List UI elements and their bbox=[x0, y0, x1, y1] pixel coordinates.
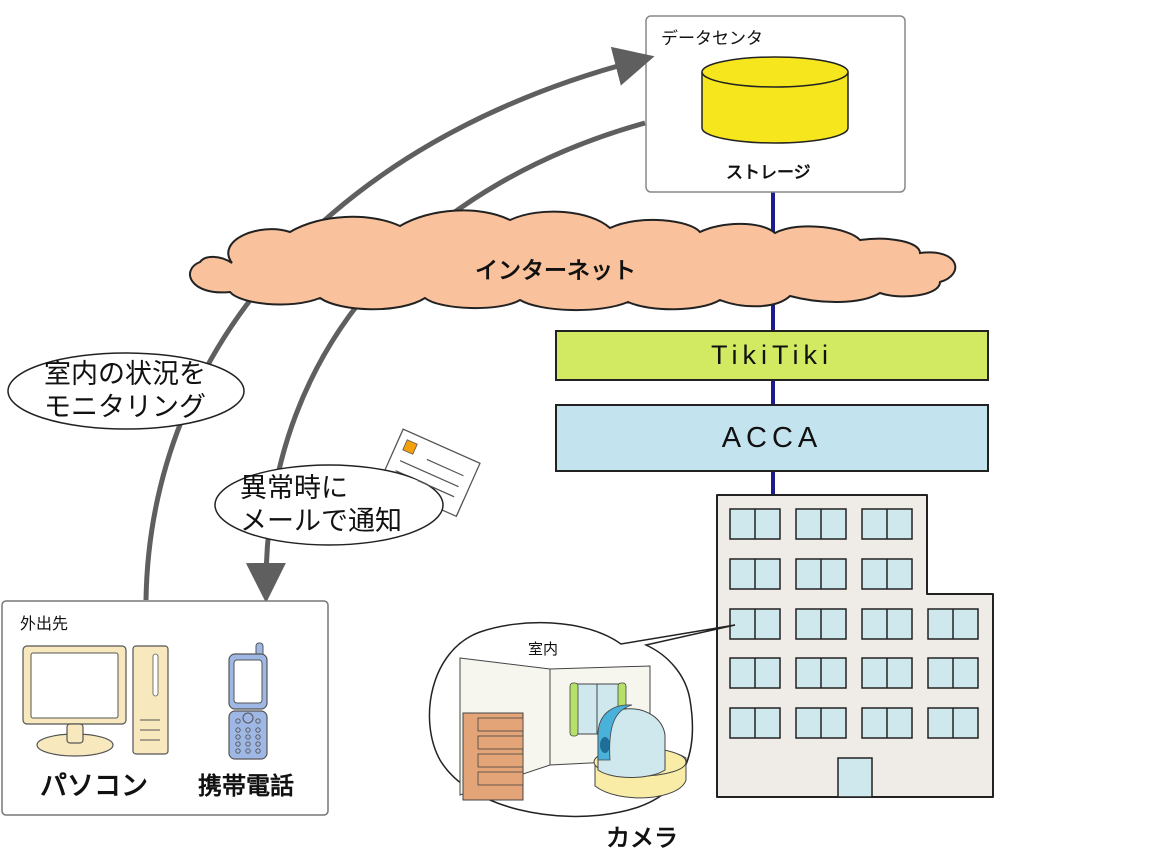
internet-label: インターネット bbox=[475, 258, 636, 284]
camera-icon bbox=[593, 704, 687, 799]
dresser-icon bbox=[462, 712, 524, 801]
pc-icon bbox=[22, 645, 169, 757]
camera-label: カメラ bbox=[606, 824, 678, 852]
room-label: 室内 bbox=[528, 640, 559, 658]
monitoring-line-2: モニタリング bbox=[44, 392, 206, 423]
pc-label: パソコン bbox=[40, 771, 148, 802]
remote-location-label: 外出先 bbox=[20, 614, 69, 633]
monitoring-callout bbox=[7, 352, 245, 430]
building-icon bbox=[716, 494, 994, 798]
notification-line-1: 異常時に bbox=[240, 473, 348, 504]
room-scene bbox=[459, 657, 687, 801]
building-door bbox=[837, 757, 873, 798]
notification-callout bbox=[214, 464, 444, 546]
datacenter-label: データセンタ bbox=[661, 29, 763, 49]
storage-icon bbox=[701, 56, 849, 144]
monitoring-callout-text: 室内の状況を モニタリング bbox=[20, 355, 230, 427]
internet-cloud bbox=[189, 209, 957, 312]
notification-callout-text: 異常時に メールで通知 bbox=[240, 468, 420, 542]
tikitiki-layer: TikiTiki bbox=[555, 330, 989, 381]
mobile-phone-label: 携帯電話 bbox=[198, 772, 294, 800]
acca-layer: ACCA bbox=[555, 404, 989, 472]
mobile-phone-icon bbox=[228, 642, 268, 760]
notification-line-2: メールで通知 bbox=[240, 506, 402, 537]
monitoring-line-1: 室内の状況を bbox=[44, 359, 206, 390]
storage-label: ストレージ bbox=[726, 163, 811, 183]
